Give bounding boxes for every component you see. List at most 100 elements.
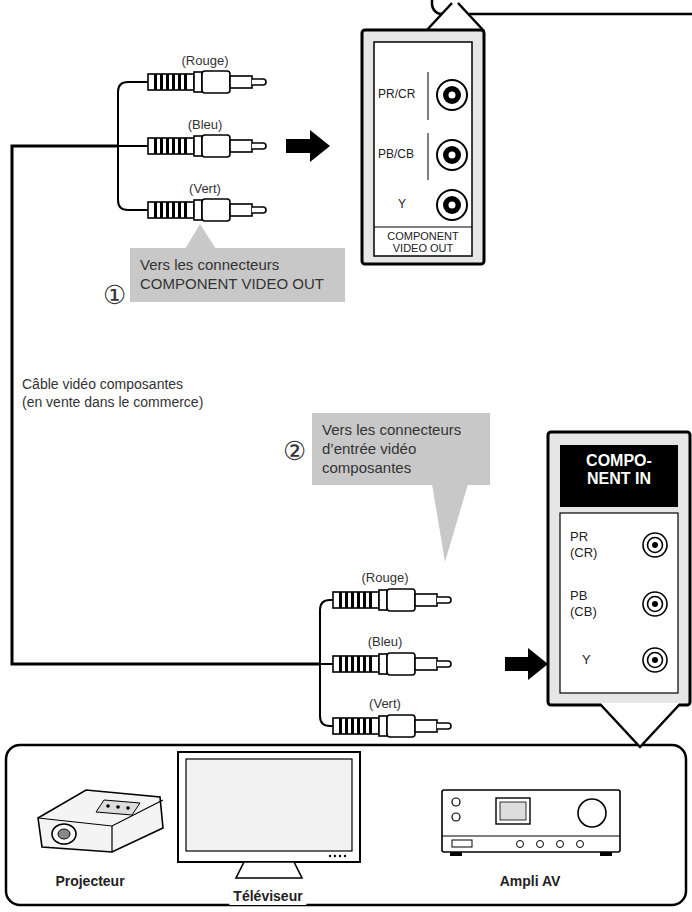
grip-stripe <box>184 202 187 218</box>
amp-button <box>452 798 460 806</box>
callout-number: ① <box>103 282 126 308</box>
grip-stripe <box>160 202 163 218</box>
grip-stripe <box>154 138 157 154</box>
grip-stripe <box>357 718 360 734</box>
input-panel: COMPO- NENT IN PR (CR) PB (CB) Y <box>548 432 690 705</box>
grip-stripe <box>160 74 163 90</box>
callout-text: Vers les connecteurs d’entrée vidéo comp… <box>322 421 480 477</box>
callout-pointer <box>185 224 216 249</box>
node-label: PB (CB) <box>570 588 610 619</box>
amp-slot <box>452 840 472 847</box>
wire-color: (Bleu) <box>368 634 403 650</box>
player-box <box>432 0 692 14</box>
node-label: Ampli AV <box>500 873 561 890</box>
plug-sleeve <box>230 140 252 152</box>
plug-head <box>387 589 415 611</box>
jack-pin <box>449 92 456 99</box>
plug-pin <box>437 723 451 729</box>
amp-display <box>496 798 530 824</box>
plug-head <box>387 653 415 675</box>
rca-plug <box>333 589 451 611</box>
input-panel-header <box>560 445 678 507</box>
jack-hole <box>443 146 461 164</box>
node-label: PR (CR) <box>570 529 610 560</box>
grip-stripe <box>154 74 157 90</box>
direction-arrow <box>286 130 330 162</box>
rca-plug <box>333 715 451 737</box>
plug-sleeve <box>415 594 437 606</box>
cable-note: Câble vidéo composantes (en vente dans l… <box>22 376 205 411</box>
callout-box: Vers les connecteurs d’entrée vidéo comp… <box>312 413 490 485</box>
output-panel <box>362 30 484 264</box>
callout-box: Vers les connecteurs COMPONENT VIDEO OUT <box>130 248 345 302</box>
wire-color: (Rouge) <box>362 570 409 586</box>
jack-ring <box>643 592 667 616</box>
grip-stripe <box>363 592 366 608</box>
projector-body <box>38 790 163 852</box>
wire-color: (Vert) <box>189 181 221 197</box>
grip-stripe <box>184 74 187 90</box>
node-label: COMPO- NENT IN <box>579 452 659 487</box>
projector-icon <box>38 790 163 852</box>
plug-sleeve <box>230 76 252 88</box>
jack-ring <box>643 533 667 557</box>
plug-grip <box>333 656 379 672</box>
plug-pin <box>437 661 451 667</box>
rca-plug <box>333 653 451 675</box>
grip-stripe <box>172 74 175 90</box>
pointer-outline <box>426 3 484 31</box>
plug-head <box>202 135 230 157</box>
jack-hole <box>443 196 461 214</box>
node-label: PR/CR <box>378 87 415 101</box>
grip-stripe <box>166 138 169 154</box>
amp-foot <box>450 852 462 856</box>
plug-pin <box>252 207 266 213</box>
amp-button <box>577 841 584 848</box>
tv-screen <box>186 759 352 851</box>
node-label: Y <box>582 652 591 668</box>
grip-stripe <box>172 202 175 218</box>
grip-stripe <box>166 74 169 90</box>
node-label: Projecteur <box>55 873 124 890</box>
cable-branch <box>320 600 333 726</box>
tv-led <box>329 855 331 857</box>
output-panel: PR/CRPB/CBYCOMPONENT VIDEO OUT <box>362 30 484 264</box>
plug-sleeve <box>230 204 252 216</box>
grip-stripe <box>178 202 181 218</box>
plug-collar <box>379 716 387 736</box>
television-icon <box>178 752 360 878</box>
jack-ring <box>437 140 467 170</box>
plug-head <box>202 199 230 221</box>
grip-stripe <box>339 656 342 672</box>
rca-jack <box>643 533 667 672</box>
grip-stripe <box>172 138 175 154</box>
amp-button <box>517 841 524 848</box>
projector-button <box>116 805 120 809</box>
jack-bracket <box>428 72 429 180</box>
plug-grip <box>148 138 194 154</box>
amp-edge <box>442 835 620 836</box>
grip-stripe <box>357 656 360 672</box>
node-label: PB/CB <box>378 147 414 161</box>
plug-pin <box>437 597 451 603</box>
node-label: Téléviseur <box>229 888 306 905</box>
plug-sleeve <box>415 720 437 732</box>
grip-stripe <box>357 592 360 608</box>
tv-led <box>339 855 341 857</box>
node-label: COMPONENT VIDEO OUT <box>372 230 474 254</box>
input-panel <box>548 432 690 705</box>
grip-stripe <box>363 656 366 672</box>
rca-plug <box>148 135 266 157</box>
projector-button <box>106 804 110 808</box>
grip-stripe <box>178 74 181 90</box>
jack-hole <box>648 538 663 553</box>
input-panel-inner <box>560 513 678 693</box>
grip-stripe <box>351 592 354 608</box>
grip-stripe <box>345 592 348 608</box>
plug-collar <box>194 72 202 92</box>
jack-pin <box>652 657 658 663</box>
grip-stripe <box>345 718 348 734</box>
plug-grip <box>148 74 194 90</box>
plug-collar <box>194 136 202 156</box>
